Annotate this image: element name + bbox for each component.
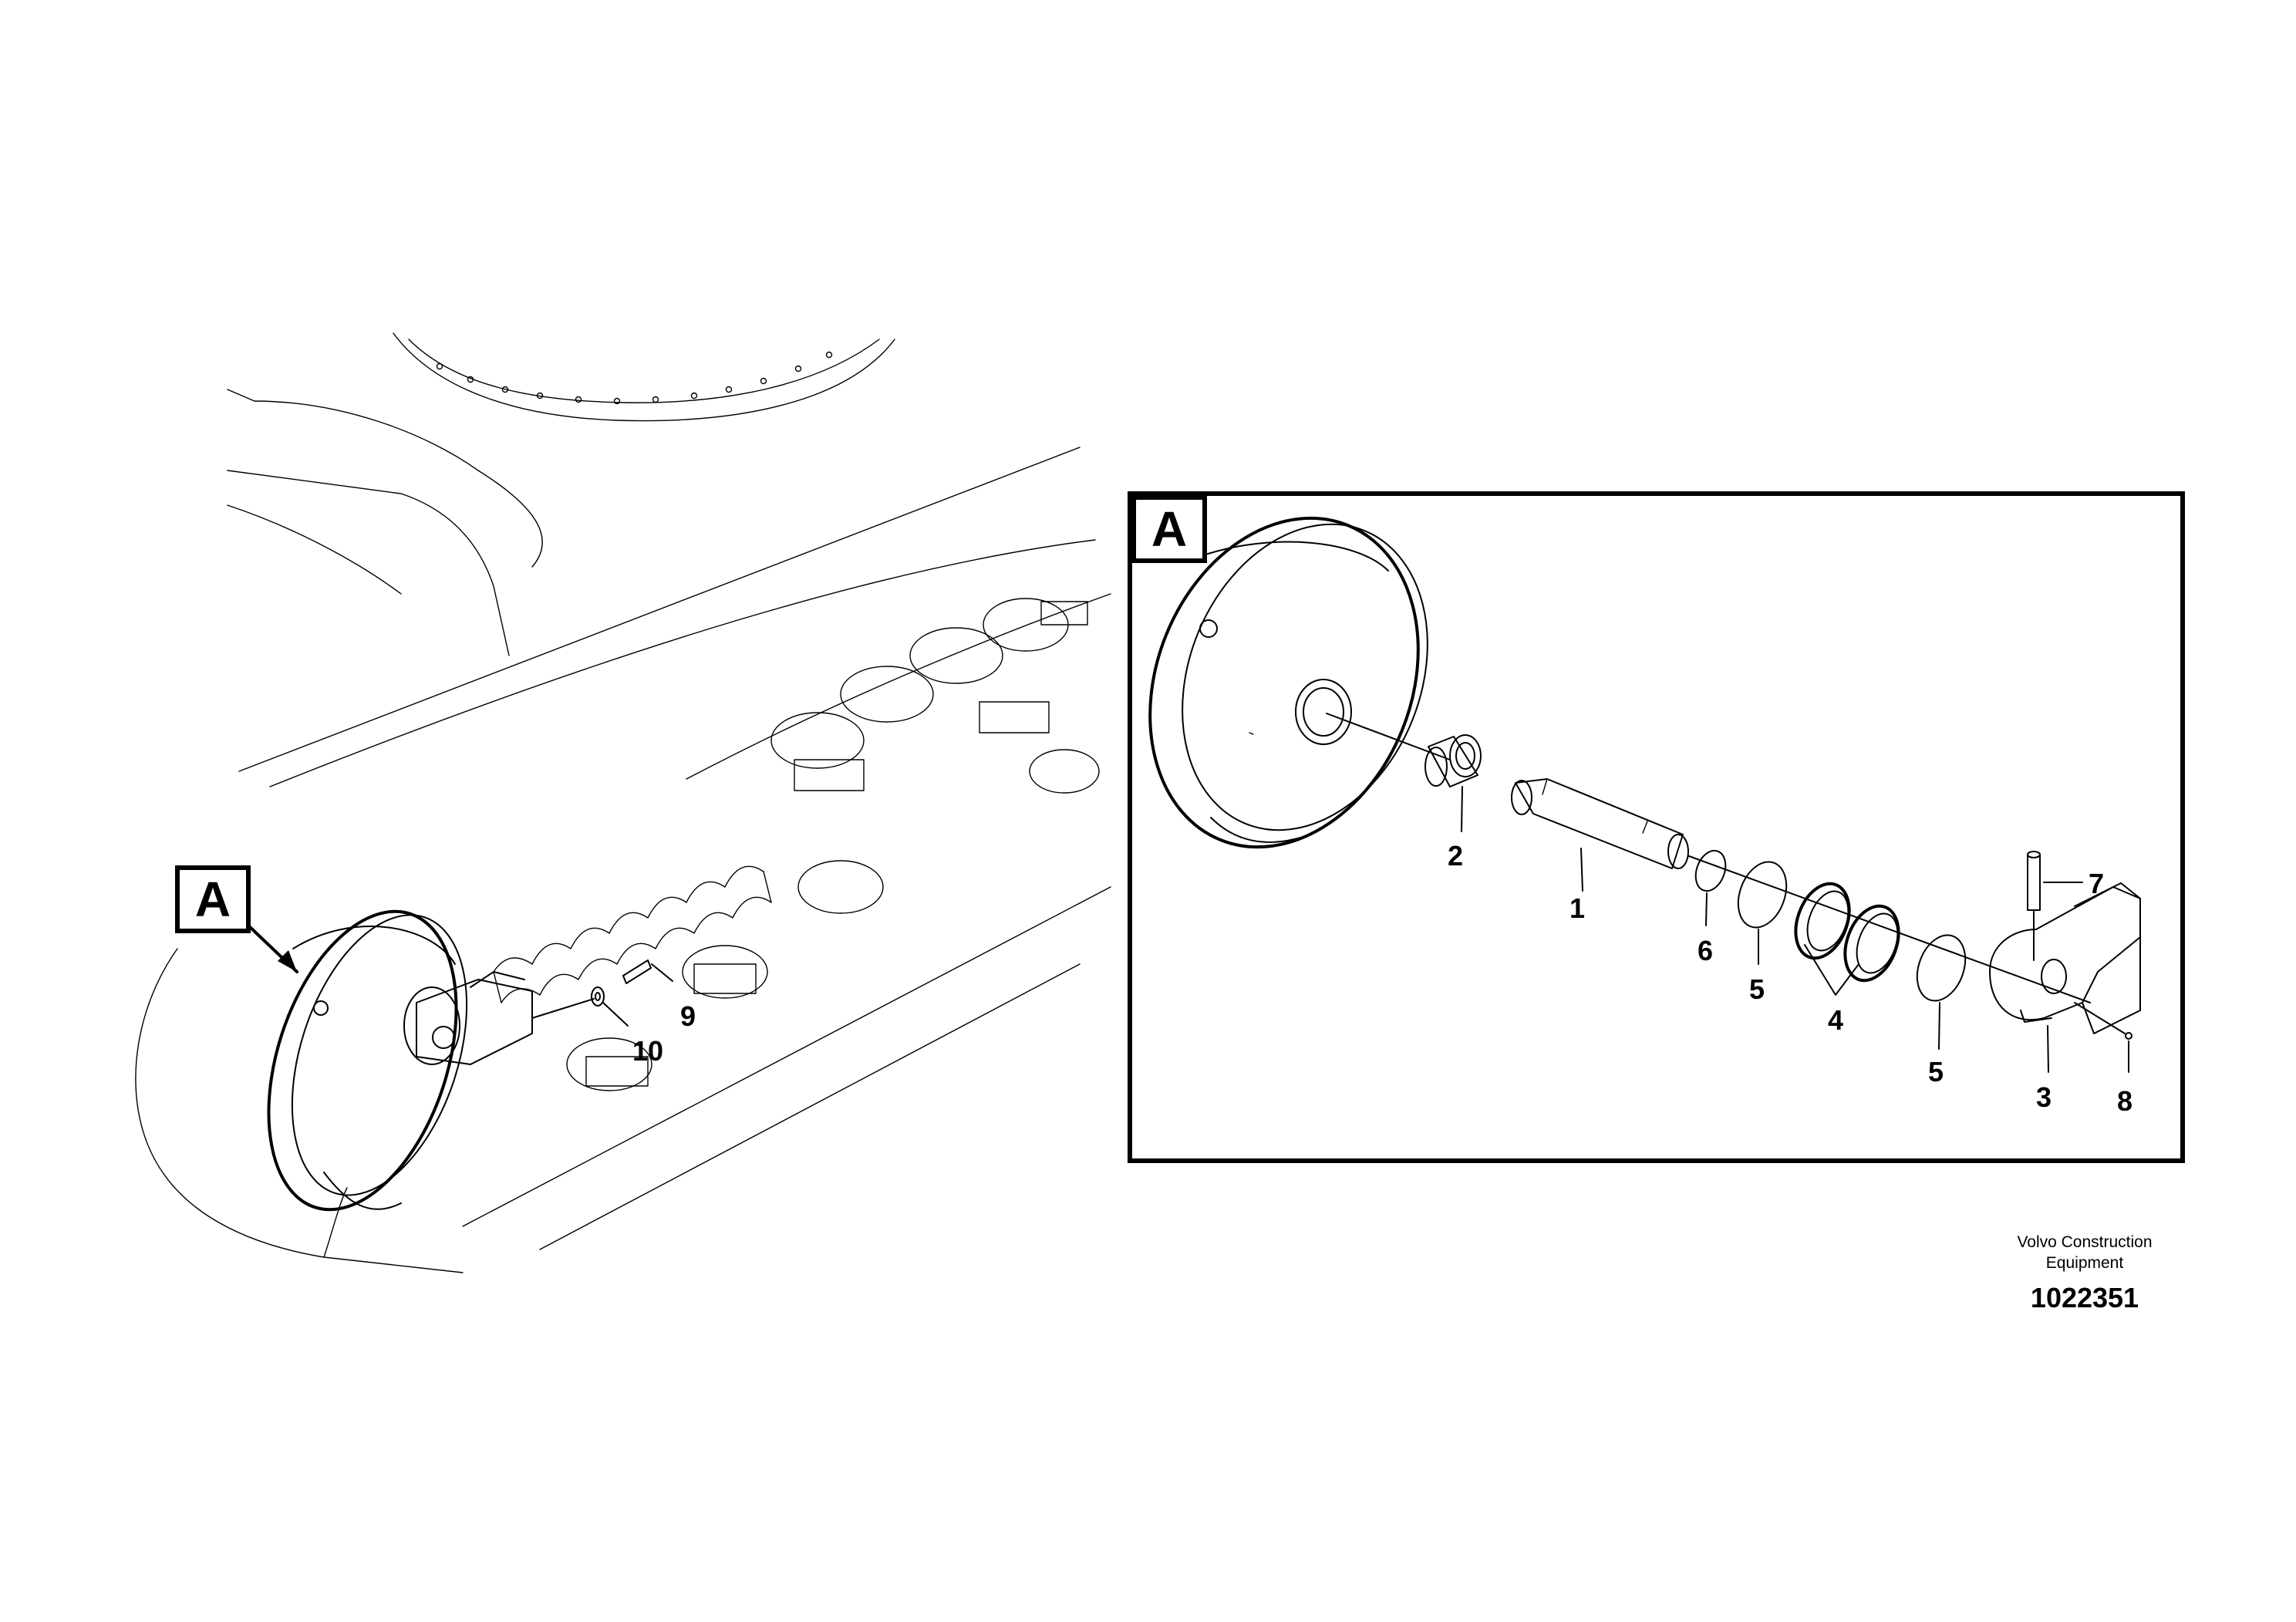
part-label-7: 7 [2089, 868, 2104, 899]
part-label-1: 1 [1569, 892, 1585, 924]
leader-1 [1580, 848, 1583, 892]
part-label-2: 2 [1448, 840, 1463, 872]
leader-10 [602, 1002, 629, 1027]
detail-view-frame [1128, 491, 2185, 1163]
track-frame-side [686, 593, 1111, 780]
part-label-8: 8 [2117, 1085, 2132, 1117]
detail-view-a: A [1128, 491, 2185, 1163]
callout-a-detail-box [1131, 495, 1207, 563]
idler-hub-overview [403, 986, 460, 1065]
swing-ring-bolts [436, 351, 833, 405]
leader-6 [1705, 892, 1708, 926]
track-rollers [566, 598, 1100, 1091]
overview-drawing: A 9 10 [135, 332, 1111, 1273]
floating-seal-part-4 [1794, 882, 1900, 983]
idler-yoke-overview [416, 971, 533, 1065]
part-label-5a: 5 [1749, 973, 1765, 1005]
track-frame-top-inner [269, 539, 1096, 787]
idler-hole-detail [1199, 619, 1218, 638]
o-ring-part-5a [1737, 861, 1788, 929]
bushing-part-2 [1424, 734, 1482, 787]
shaft-part-1 [1511, 778, 1689, 869]
axis-line-2 [1688, 855, 2091, 1003]
car-body-edge-lower [227, 504, 402, 595]
idler-hub-inner [1303, 687, 1344, 737]
track-chain-front [135, 948, 464, 1273]
o-ring-part-5b [1916, 934, 1967, 1002]
o-ring-part-6 [1694, 849, 1727, 892]
track-frame-bottom-edge [462, 886, 1111, 1227]
part-label-6: 6 [1698, 935, 1713, 966]
part-label-10: 10 [632, 1035, 663, 1067]
leader-9 [651, 963, 673, 982]
car-body-edge-mid [227, 470, 510, 656]
swing-ring-inner [408, 339, 880, 403]
idler-wheel-overview [267, 909, 468, 1212]
bracket-part-3 [1989, 882, 2141, 1034]
company-line-2: Equipment [2046, 1254, 2124, 1272]
car-body-edge-upper [227, 389, 543, 568]
track-frame-bottom-inner [539, 963, 1081, 1250]
footer: Volvo Construction Equipment 1022351 [2017, 1233, 2152, 1313]
part-label-9: 9 [680, 1000, 696, 1032]
leader-5b [1938, 1002, 1940, 1050]
idler-hub-outer [1295, 679, 1352, 745]
callout-a-overview-arrow [278, 950, 297, 972]
track-chain-lower-link [323, 1187, 348, 1258]
callout-a-overview-box [175, 865, 251, 933]
track-frame-top-edge [238, 447, 1081, 772]
callout-a-detail: A [1151, 501, 1187, 557]
recoil-spring [493, 865, 772, 1003]
callout-a-overview: A [195, 872, 231, 927]
leader-4 [1804, 944, 1859, 996]
part-label-3: 3 [2036, 1081, 2052, 1113]
part-label-4: 4 [1828, 1004, 1843, 1036]
part-label-5b: 5 [1928, 1056, 1944, 1088]
drawing-number: 1022351 [2031, 1282, 2139, 1313]
swing-ring-outline [393, 332, 895, 422]
nipple-part-8 [2074, 1002, 2132, 1040]
company-line-1: Volvo Construction [2017, 1233, 2152, 1251]
bolt-and-washer-overview [531, 959, 652, 1019]
idler-wheel-detail [1148, 516, 1428, 849]
idler-hole-overview [313, 1000, 329, 1016]
pin-part-7 [2027, 851, 2041, 961]
